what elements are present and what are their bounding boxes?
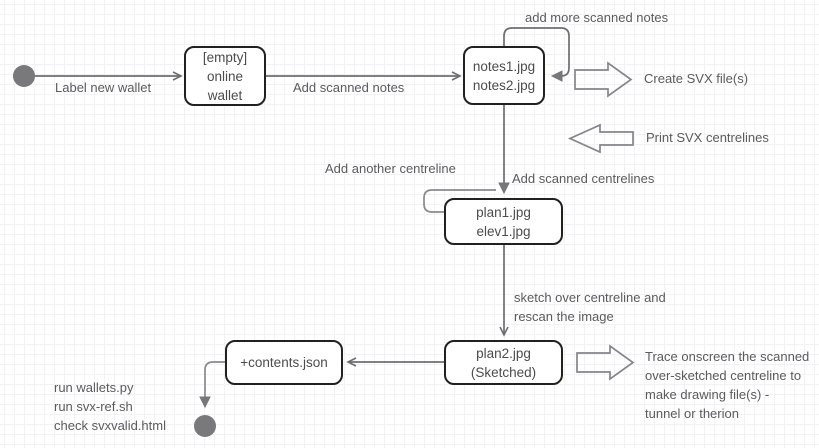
node-plan2-label: plan2.jpg (Sketched)	[470, 345, 537, 380]
edge-label-add-another-centreline: Add another centreline	[325, 161, 456, 176]
note-trace-onscreen: Trace onscreen the scanned over-sketched…	[645, 349, 810, 421]
node-notes[interactable]: notes1.jpg notes2.jpg	[463, 46, 545, 105]
note-print-svx: Print SVX centrelines	[646, 130, 769, 145]
edge-label-label-new-wallet: Label new wallet	[55, 80, 152, 95]
node-plan1[interactable]: plan1.jpg elev1.jpg	[444, 198, 563, 245]
note-create-svx: Create SVX file(s)	[644, 71, 749, 86]
edge-label-add-scanned-notes: Add scanned notes	[293, 80, 405, 95]
node-notes-label: notes1.jpg notes2.jpg	[472, 58, 536, 93]
node-wallet[interactable]: [empty] online wallet	[184, 46, 266, 106]
node-contents[interactable]: +contents.json	[225, 340, 343, 385]
note-run-scripts: run wallets.py run svx-ref.sh check svxv…	[54, 380, 166, 433]
node-plan2[interactable]: plan2.jpg (Sketched)	[444, 340, 563, 385]
node-plan1-label: plan1.jpg elev1.jpg	[476, 204, 531, 239]
edge-add-more-scanned-notes	[503, 27, 570, 82]
edge-contents-to-end	[199, 361, 225, 409]
start-node-circle	[13, 65, 35, 87]
block-arrow-print-svx-icon	[567, 123, 634, 154]
node-wallet-label: [empty] online wallet	[202, 49, 248, 103]
edge-label-add-scanned-centrelines: Add scanned centrelines	[512, 171, 655, 186]
end-node-circle	[194, 415, 216, 437]
edge-label-add-more-scanned-notes: add more scanned notes	[525, 10, 669, 25]
block-arrow-trace-onscreen-icon	[576, 344, 635, 381]
edge-label-sketch-over-centreline: sketch over centreline and rescan the im…	[514, 290, 666, 324]
block-arrow-create-svx-icon	[574, 61, 633, 98]
edge-add-another-centreline	[423, 189, 496, 213]
node-contents-label: +contents.json	[240, 355, 328, 370]
